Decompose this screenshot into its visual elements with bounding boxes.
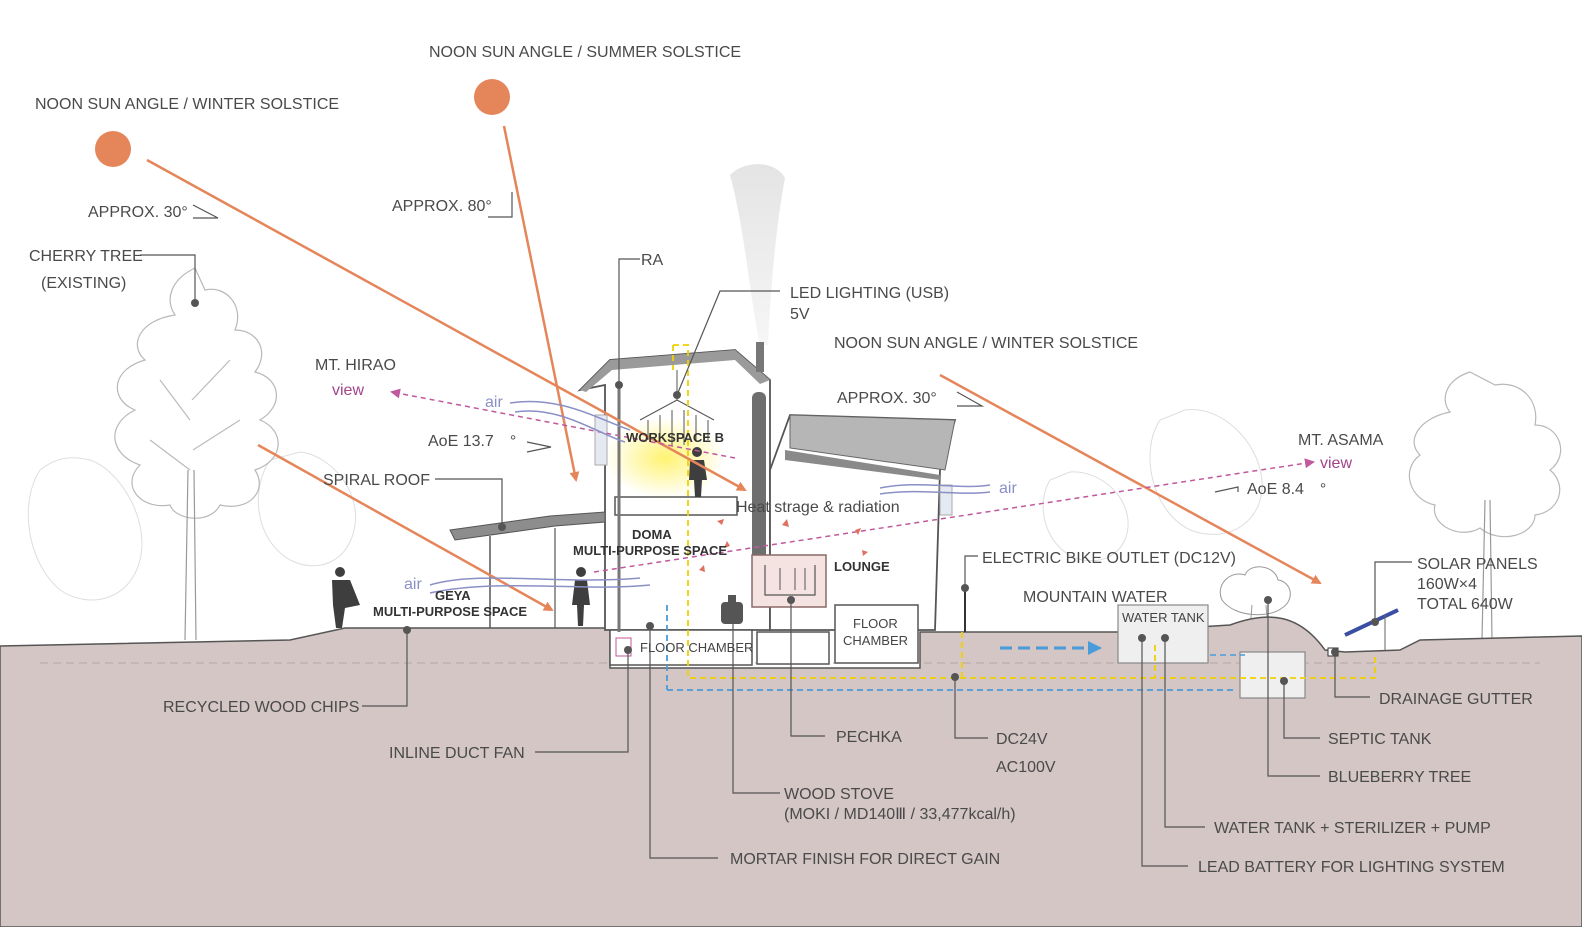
- label-mt-asama: MT. ASAMA: [1298, 432, 1384, 449]
- label-led-voltage: 5V: [790, 306, 810, 323]
- label-dc: DC24V: [996, 731, 1048, 748]
- label-mountain-water: MOUNTAIN WATER: [1023, 589, 1168, 606]
- label-cherry-existing: (EXISTING): [41, 275, 126, 292]
- heat-arrows: [699, 519, 868, 572]
- leader-lines: [140, 254, 1412, 867]
- label-doma-sub: MULTI-PURPOSE SPACE: [573, 543, 727, 558]
- label-battery: LEAD BATTERY FOR LIGHTING SYSTEM: [1198, 859, 1505, 876]
- labels: NOON SUN ANGLE / WINTER SOLSTICE APPROX.…: [29, 44, 1538, 876]
- label-led: LED LIGHTING (USB): [790, 285, 949, 302]
- background-trees: [27, 409, 1263, 601]
- label-view-right: view: [1320, 455, 1352, 472]
- sun-winter-left-icon: [95, 131, 131, 167]
- label-heat: Heat strage & radiation: [736, 499, 900, 516]
- label-geya: GEYA: [435, 588, 471, 603]
- air-flows: [429, 400, 991, 594]
- right-tree: [1408, 371, 1562, 641]
- label-bike-outlet: ELECTRIC BIKE OUTLET (DC12V): [982, 550, 1236, 567]
- label-angle-winter-left: APPROX. 30°: [88, 204, 188, 221]
- house-section: [449, 164, 1399, 699]
- label-angle-winter-right: APPROX. 30°: [837, 390, 937, 407]
- label-mt-hirao: MT. HIRAO: [315, 357, 396, 374]
- label-spiral-roof: SPIRAL ROOF: [323, 472, 430, 489]
- label-septic: SEPTIC TANK: [1328, 731, 1432, 748]
- label-aoe-left: AoE 13.7 °: [428, 433, 516, 450]
- sun-summer-icon: [474, 79, 510, 115]
- sun-rays: [95, 79, 1322, 612]
- label-blueberry: BLUEBERRY TREE: [1328, 769, 1471, 786]
- label-ac: AC100V: [996, 759, 1056, 776]
- view-lines: [390, 388, 1315, 573]
- label-mortar: MORTAR FINISH FOR DIRECT GAIN: [730, 851, 1000, 868]
- label-pechka: PECHKA: [836, 729, 902, 746]
- label-floor-chamber-left: FLOOR CHAMBER: [640, 640, 753, 655]
- label-floor-chamber-right: FLOOR: [853, 616, 898, 631]
- label-water-system: WATER TANK + STERILIZER + PUMP: [1214, 820, 1491, 837]
- label-workspace: WORKSPACE B: [626, 430, 724, 445]
- label-air-lower: air: [404, 576, 422, 593]
- label-sun-winter-right: NOON SUN ANGLE / WINTER SOLSTICE: [834, 335, 1138, 352]
- label-floor-chamber-right-2: CHAMBER: [843, 633, 908, 648]
- cherry-tree: [114, 267, 279, 641]
- label-angle-summer: APPROX. 80°: [392, 198, 492, 215]
- utility-lines: [666, 344, 1376, 691]
- label-drainage: DRAINAGE GUTTER: [1379, 691, 1533, 708]
- angle-symbols: [192, 192, 1239, 493]
- label-doma: DOMA: [632, 527, 672, 542]
- label-sun-summer: NOON SUN ANGLE / SUMMER SOLSTICE: [429, 44, 741, 61]
- label-sun-winter-left: NOON SUN ANGLE / WINTER SOLSTICE: [35, 96, 339, 113]
- label-wood-chips: RECYCLED WOOD CHIPS: [163, 699, 359, 716]
- label-ra: RA: [641, 252, 664, 269]
- label-aoe-right: AoE 8.4 °: [1247, 481, 1326, 498]
- label-duct-fan: INLINE DUCT FAN: [389, 745, 525, 762]
- label-solar: SOLAR PANELS: [1417, 556, 1538, 573]
- label-lounge: LOUNGE: [834, 559, 890, 574]
- label-cherry-tree: CHERRY TREE: [29, 248, 143, 265]
- label-geya-sub: MULTI-PURPOSE SPACE: [373, 604, 527, 619]
- label-air-upper: air: [485, 394, 503, 411]
- label-solar-total: TOTAL 640W: [1417, 596, 1514, 613]
- label-air-right: air: [999, 480, 1017, 497]
- chimney-smoke: [730, 164, 785, 345]
- label-water-tank: WATER TANK: [1122, 610, 1205, 625]
- label-wood-stove: WOOD STOVE: [784, 786, 894, 803]
- people: [332, 447, 707, 628]
- label-solar-spec: 160W×4: [1417, 576, 1477, 593]
- label-view-left: view: [332, 382, 364, 399]
- label-wood-stove-spec: (MOKI / MD140Ⅲ / 33,477kcal/h): [784, 806, 1016, 823]
- ground: [0, 616, 1582, 927]
